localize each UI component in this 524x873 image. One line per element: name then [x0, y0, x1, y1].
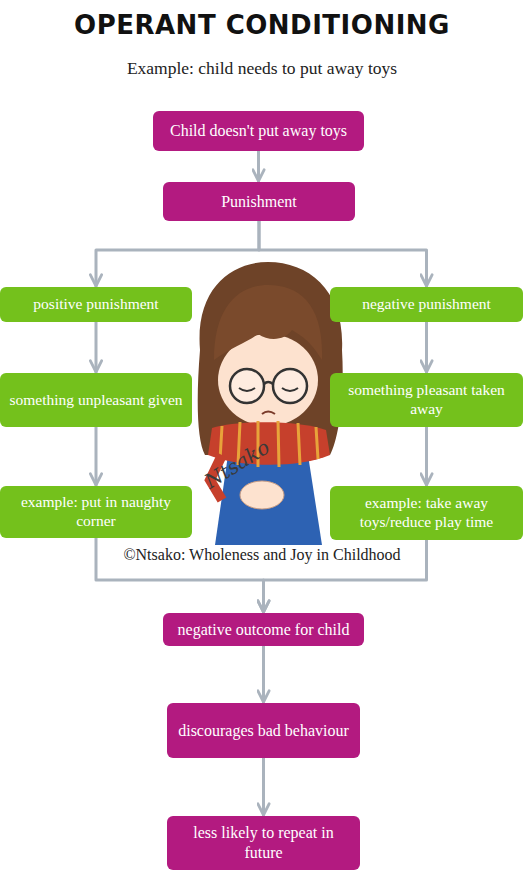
- mouth: [262, 412, 275, 415]
- connector-arrow: [259, 221, 427, 286]
- process-box: something pleasant taken away: [330, 373, 523, 427]
- process-box: example: put in naughty corner: [0, 486, 192, 538]
- connector-arrow: [95, 427, 98, 485]
- copyright-note: ©Ntsako: Wholeness and Joy in Childhood: [96, 546, 428, 564]
- box-text: less likely to repeat in future: [176, 823, 351, 862]
- connector-arrow: [257, 151, 260, 181]
- box-text: discourages bad behaviour: [178, 721, 349, 741]
- connector-arrow: [96, 221, 259, 286]
- box-text: Punishment: [221, 192, 297, 212]
- connector-arrow: [95, 322, 98, 372]
- glasses-bridge: [264, 382, 273, 384]
- process-box: negative outcome for child: [163, 613, 364, 646]
- box-text: example: put in naughty corner: [9, 493, 183, 531]
- box-text: Child doesn't put away toys: [170, 121, 347, 141]
- closed-eye: [282, 388, 298, 391]
- process-box: positive punishment: [0, 287, 192, 322]
- subtitle: Example: child needs to put away toys: [0, 58, 524, 79]
- clasped-hands: [240, 481, 284, 509]
- glasses-lens: [273, 369, 307, 403]
- connector-arrow: [425, 427, 428, 485]
- process-box: less likely to repeat in future: [167, 816, 360, 870]
- box-text: something unpleasant given: [9, 391, 182, 410]
- connector-arrow: [262, 646, 265, 702]
- watermark: Ntsako: [192, 430, 281, 498]
- title: OPERANT CONDITIONING: [0, 10, 524, 40]
- connector-arrow: [425, 322, 428, 372]
- box-text: example: take away toys/reduce play time: [339, 494, 514, 532]
- box-text: negative outcome for child: [178, 620, 350, 640]
- box-text: negative punishment: [362, 295, 491, 314]
- process-box: example: take away toys/reduce play time: [330, 486, 523, 540]
- process-box: Child doesn't put away toys: [153, 111, 364, 151]
- closed-eye: [239, 388, 255, 391]
- process-box: negative punishment: [330, 287, 523, 322]
- connector-arrow: [262, 758, 265, 815]
- box-text: something pleasant taken away: [339, 381, 514, 419]
- glasses-lens: [230, 369, 264, 403]
- hair-bangs: [214, 285, 322, 360]
- process-box: something unpleasant given: [0, 373, 192, 427]
- box-text: positive punishment: [33, 295, 158, 314]
- process-box: discourages bad behaviour: [167, 703, 360, 758]
- process-box: Punishment: [163, 182, 355, 221]
